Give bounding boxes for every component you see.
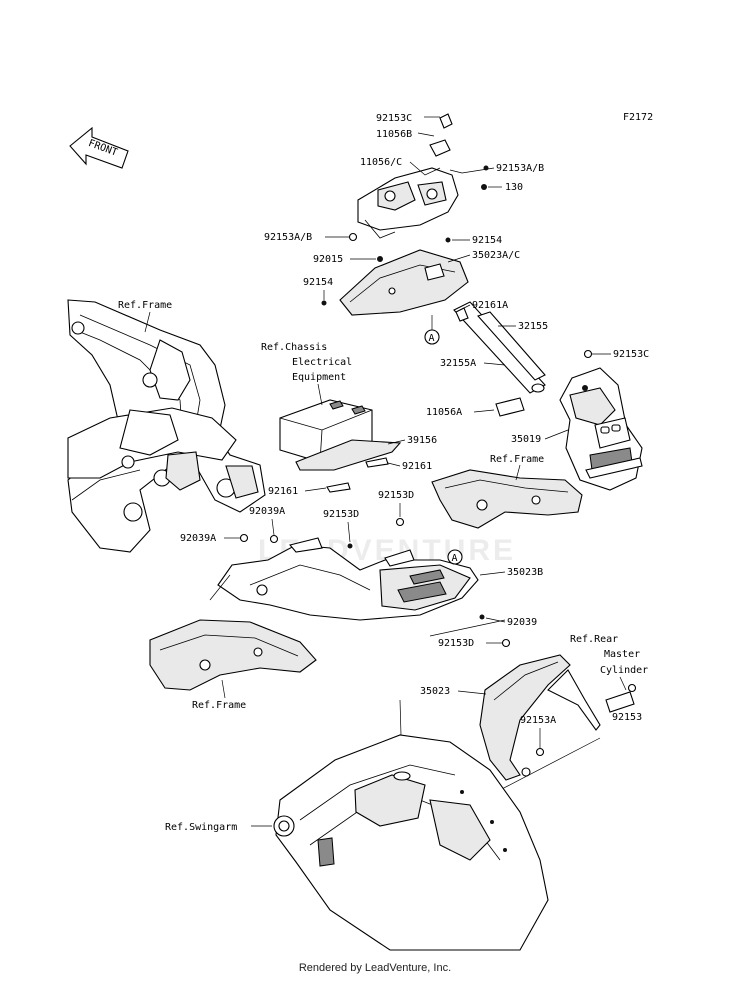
bolt-icon xyxy=(501,638,511,648)
label-92153d-b: 92153D xyxy=(323,509,359,520)
bolt-icon xyxy=(395,517,405,527)
label-35019: 35019 xyxy=(511,434,541,445)
footer-credit: Rendered by LeadVenture, Inc. xyxy=(298,962,452,974)
svg-text:A: A xyxy=(429,333,435,344)
label-92153a: 92153A xyxy=(520,715,556,726)
grab-bar-parts xyxy=(453,301,546,394)
tail-light-bracket xyxy=(559,367,643,491)
battery-case-part xyxy=(217,537,479,621)
label-92153d-a: 92153D xyxy=(378,490,414,501)
front-arrow-icon: FRONT xyxy=(69,126,129,169)
label-ref-frame-top: Ref.Frame xyxy=(118,300,172,311)
label-ref-rear-1: Ref.Rear xyxy=(570,634,618,645)
label-ref-rear-3: Cylinder xyxy=(600,665,648,676)
label-92039: 92039 xyxy=(507,617,537,628)
screw-icon xyxy=(347,543,353,549)
label-ref-rear-2: Master xyxy=(604,649,640,660)
bolt-icon xyxy=(535,747,545,757)
label-chassis-2: Electrical xyxy=(292,357,352,368)
label-32155: 32155 xyxy=(518,321,548,332)
seat-cover-panel xyxy=(339,249,469,316)
label-92153c-right: 92153C xyxy=(613,349,649,360)
label-92153ab-right: 92153A/B xyxy=(496,163,544,174)
master-cylinder-bracket xyxy=(605,691,635,713)
label-92161a: 92161A xyxy=(472,300,508,311)
screw-icon xyxy=(321,300,327,306)
label-39156: 39156 xyxy=(407,435,437,446)
bolt-icon xyxy=(627,683,637,693)
frame-right-mid-part xyxy=(431,469,583,529)
label-92039a-1: 92039A xyxy=(249,506,285,517)
frame-lower-left-part xyxy=(149,619,317,691)
rear-fender-part xyxy=(479,654,601,781)
label-92161-left: 92161 xyxy=(268,486,298,497)
label-11056b: 11056B xyxy=(376,129,412,140)
label-35023ac: 35023A/C xyxy=(472,250,520,261)
nut-icon xyxy=(377,256,383,262)
bolt-icon xyxy=(583,349,593,359)
label-ref-frame-bottom: Ref.Frame xyxy=(192,700,246,711)
label-92161: 92161 xyxy=(402,461,432,472)
screw-icon xyxy=(479,614,485,620)
swingarm-part xyxy=(273,734,549,951)
label-11056a: 11056A xyxy=(426,407,462,418)
figure-code: F2172 xyxy=(623,112,653,123)
label-92154-right: 92154 xyxy=(472,235,502,246)
label-chassis-3: Equipment xyxy=(292,372,346,383)
label-92153ab-left: 92153A/B xyxy=(264,232,312,243)
bolt-icon xyxy=(348,232,358,242)
screw-icon xyxy=(445,237,451,243)
label-92153: 92153 xyxy=(612,712,642,723)
callout-a-lower xyxy=(447,549,463,565)
label-92153d-c: 92153D xyxy=(438,638,474,649)
seat-lock-assembly xyxy=(357,113,459,239)
svg-text:A: A xyxy=(452,553,458,564)
label-11056c: 11056/C xyxy=(360,157,402,168)
battery-strap-part xyxy=(295,439,402,493)
label-ref-frame-mid: Ref.Frame xyxy=(490,454,544,465)
label-92039a-2: 92039A xyxy=(180,533,216,544)
label-130: 130 xyxy=(505,182,523,193)
label-35023: 35023 xyxy=(420,686,450,697)
label-ref-swingarm: Ref.Swingarm xyxy=(165,822,237,833)
frame-left-part xyxy=(67,299,266,553)
leader-ref-frame-top xyxy=(144,311,151,333)
screw-icon xyxy=(481,184,487,190)
label-92015: 92015 xyxy=(313,254,343,265)
bolt-icon xyxy=(239,533,249,543)
bolt-icon xyxy=(483,165,489,171)
bolt-icon xyxy=(269,534,279,544)
label-92153c-top: 92153C xyxy=(376,113,412,124)
label-chassis-1: Ref.Chassis xyxy=(261,342,327,353)
bracket-11056a xyxy=(495,397,525,417)
label-92154-left: 92154 xyxy=(303,277,333,288)
label-35023b: 35023B xyxy=(507,567,543,578)
label-32155a: 32155A xyxy=(440,358,476,369)
